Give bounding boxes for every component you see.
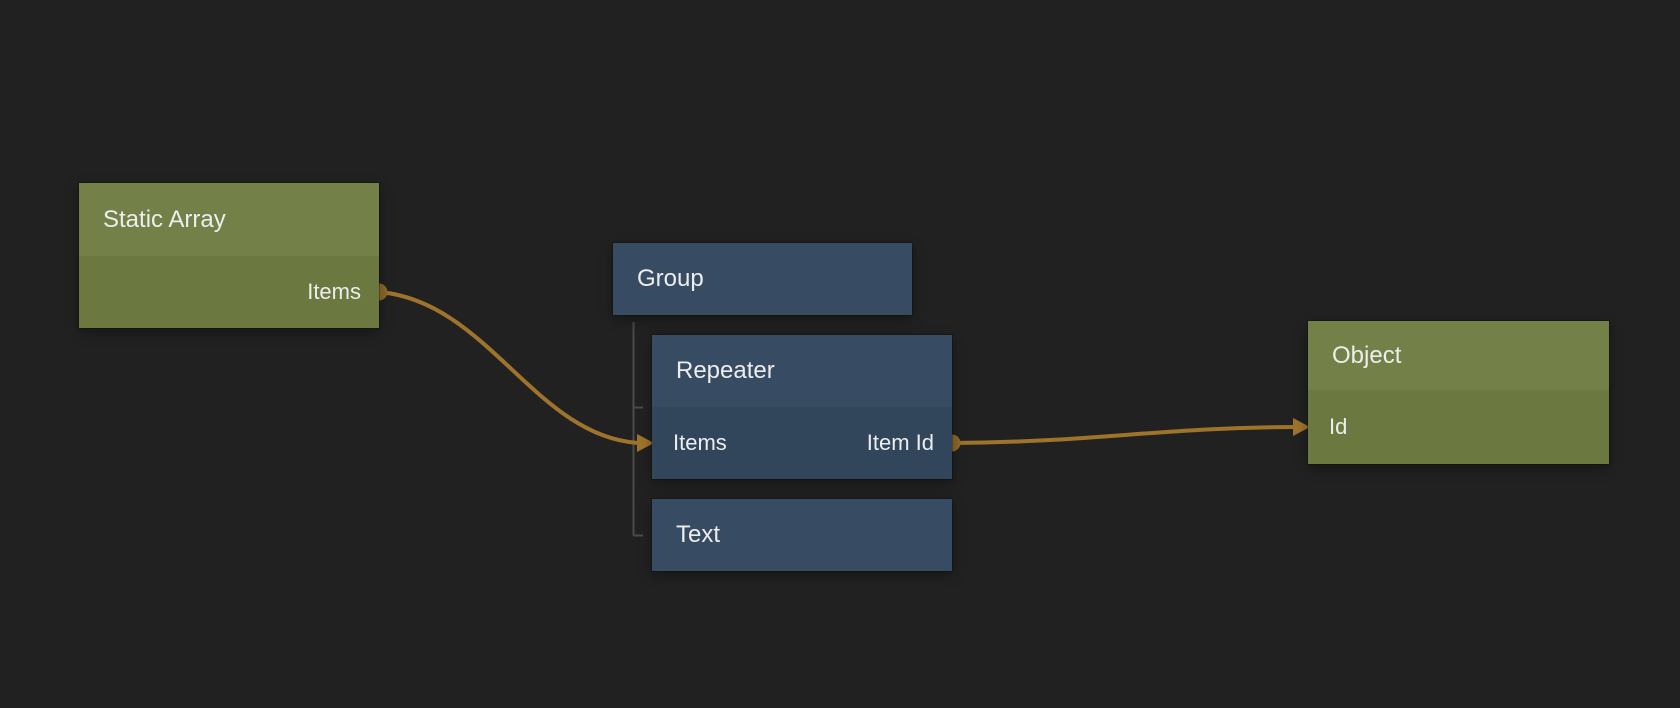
input-port-label: Items bbox=[673, 430, 727, 455]
connection-wire[interactable] bbox=[950, 425, 1297, 445]
output-port-label: Item Id bbox=[866, 430, 934, 455]
node-port-row: Id bbox=[1308, 390, 1609, 464]
node-title: Text bbox=[676, 521, 721, 548]
output-port-label: Items bbox=[307, 279, 361, 304]
node-port-row: Items Item Id bbox=[652, 407, 952, 479]
node-port-row: Items bbox=[79, 256, 379, 328]
node-header-static-array[interactable]: Static Array bbox=[79, 183, 379, 256]
node-title: Static Array bbox=[103, 205, 226, 233]
node-group[interactable]: Group bbox=[613, 243, 912, 315]
node-title: Group bbox=[637, 265, 704, 292]
node-title: Object bbox=[1332, 341, 1402, 369]
node-header-group[interactable]: Group bbox=[613, 243, 912, 315]
node-header-object[interactable]: Object bbox=[1308, 321, 1609, 390]
node-header-text[interactable]: Text bbox=[652, 499, 952, 571]
node-title: Repeater bbox=[676, 357, 775, 384]
input-port-label: Id bbox=[1329, 414, 1348, 439]
node-header-repeater[interactable]: Repeater bbox=[652, 335, 952, 407]
node-text[interactable]: Text bbox=[652, 499, 952, 571]
connection-wire[interactable] bbox=[377, 290, 641, 445]
